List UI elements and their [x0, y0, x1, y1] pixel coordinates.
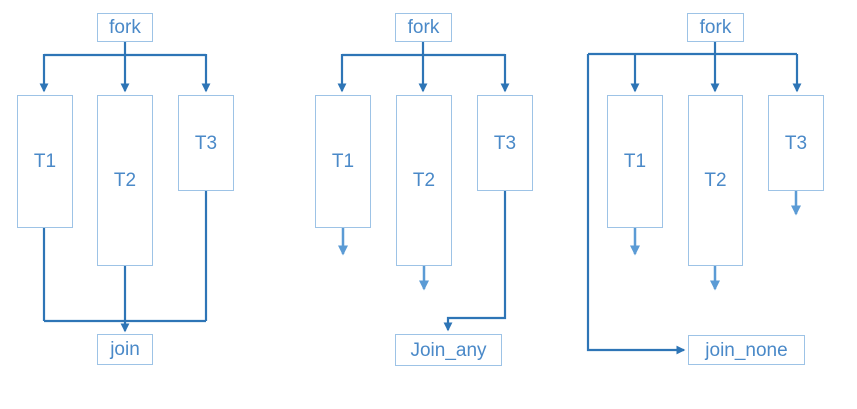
task-label-t3-1: T3	[194, 132, 218, 154]
task-box-t3-3: T3	[768, 95, 824, 191]
fork-label-2: fork	[407, 17, 440, 38]
task-box-t1-1: T1	[17, 95, 73, 228]
fork-box-1: fork	[97, 13, 153, 42]
join-box-1: join	[97, 334, 153, 365]
task-box-t1-3: T1	[607, 95, 663, 228]
join-label-1: join	[110, 339, 140, 360]
join-any-box: Join_any	[395, 334, 502, 366]
task-label-t1-3: T1	[623, 151, 647, 172]
fork-box-2: fork	[395, 13, 452, 42]
join-none-box: join_none	[688, 335, 805, 365]
task-label-t3-3: T3	[784, 132, 808, 154]
task-label-t3-2: T3	[493, 132, 517, 154]
task-box-t2-2: T2	[396, 95, 452, 266]
task-label-t2-3: T2	[704, 170, 727, 191]
task-box-t2-1: T2	[97, 95, 153, 266]
task-label-t2-1: T2	[113, 170, 137, 191]
task-box-t2-3: T2	[688, 95, 743, 266]
task-label-t1-1: T1	[33, 151, 57, 172]
task-box-t3-2: T3	[477, 95, 533, 191]
task-label-t1-2: T1	[331, 151, 355, 172]
fork-box-3: fork	[687, 13, 744, 42]
fork-label-1: fork	[109, 17, 141, 38]
join-none-label: join_none	[705, 339, 788, 361]
fork-label-3: fork	[699, 17, 732, 38]
task-label-t2-2: T2	[412, 170, 436, 191]
join-any-label: Join_any	[410, 339, 487, 361]
d3-bypass-to-join-none	[586, 54, 686, 355]
d2-t3-to-join-any	[443, 191, 507, 332]
task-box-t1-2: T1	[315, 95, 371, 228]
task-box-t3-1: T3	[178, 95, 234, 191]
